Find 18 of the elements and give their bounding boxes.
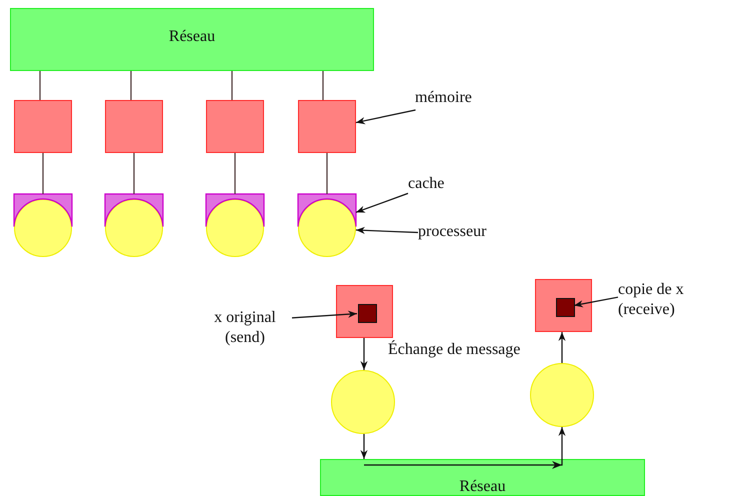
memory-box <box>206 100 264 153</box>
callout-text: mémoire <box>415 88 473 108</box>
callout-text: cache <box>408 174 446 194</box>
network-label: Réseau <box>459 477 506 495</box>
network-label: Réseau <box>168 27 216 47</box>
network-box <box>320 459 645 496</box>
memory-box <box>535 279 592 332</box>
memory-box <box>105 100 163 153</box>
memory-box <box>298 100 356 153</box>
callout-text: x original (send) <box>213 308 277 348</box>
memory-box <box>14 100 72 153</box>
data-square <box>556 298 575 317</box>
callout-text: copie de x (receive) <box>618 280 685 320</box>
network-box <box>10 8 374 71</box>
annotation-text: Échange de message <box>388 341 520 359</box>
data-square <box>358 304 377 323</box>
callout-text: processeur <box>418 222 488 242</box>
memory-box <box>336 285 393 338</box>
